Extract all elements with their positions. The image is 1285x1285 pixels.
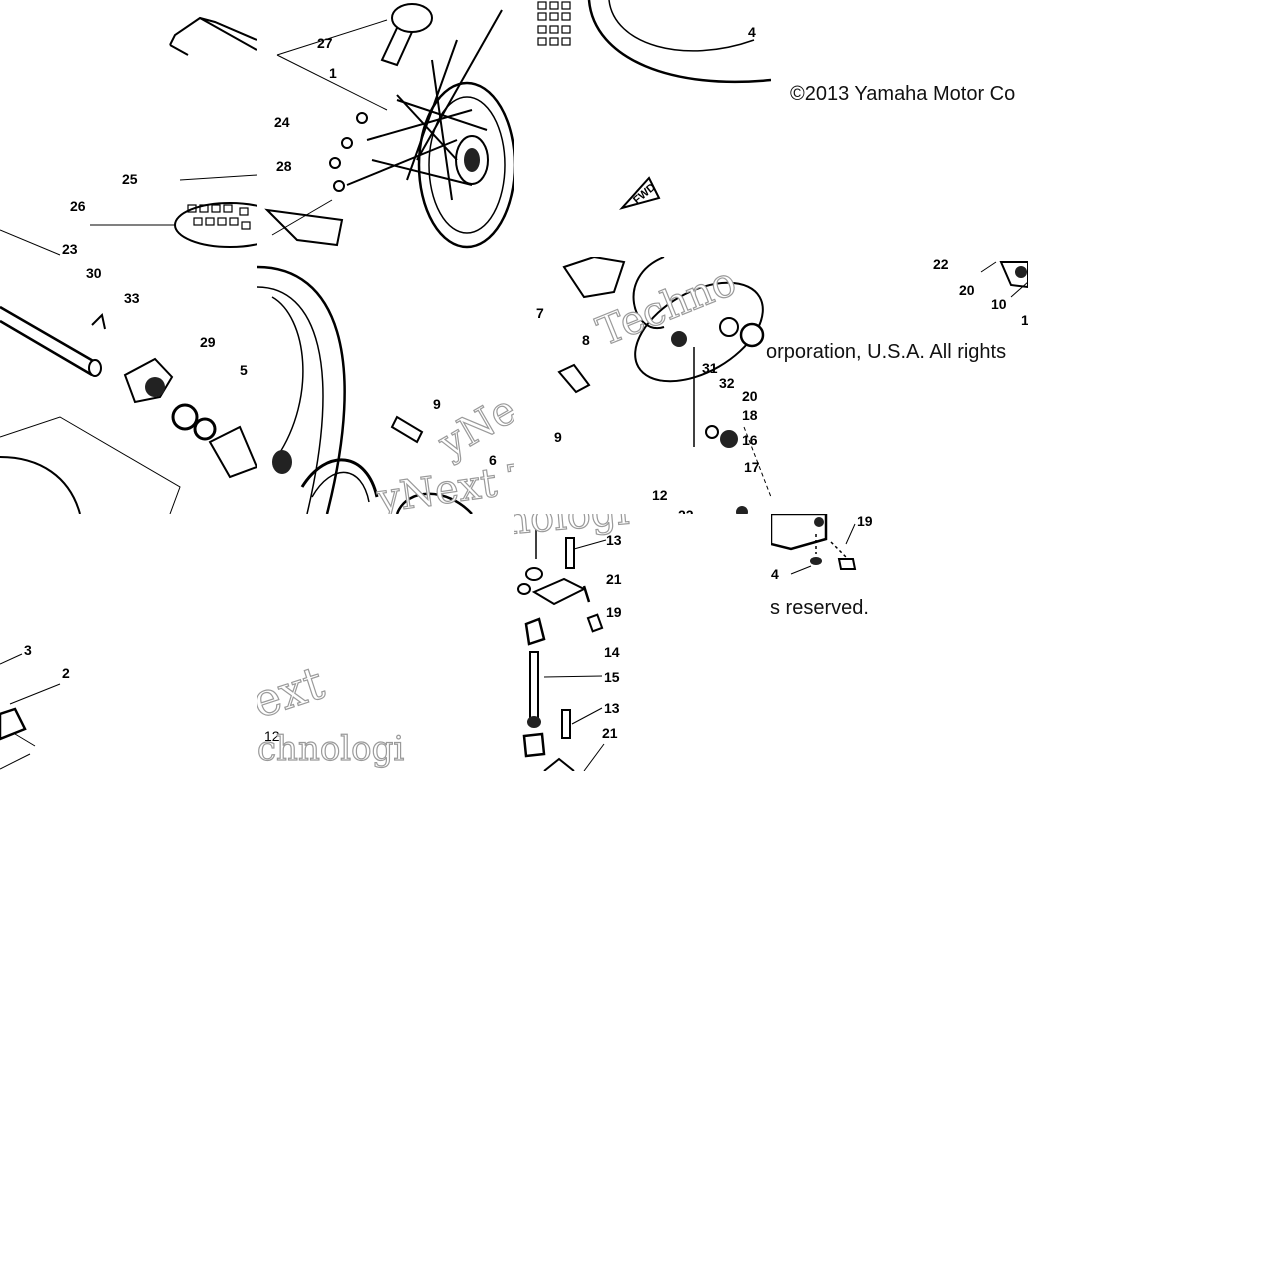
callout-label: 13 — [604, 700, 620, 716]
brake-shoe-drawing — [257, 265, 473, 514]
copyright-line-3: s reserved. — [770, 597, 869, 619]
diagram-tile-axle: 25 26 23 — [0, 0, 257, 257]
callout-label: 12 — [652, 487, 668, 503]
callout-label: 20 — [742, 388, 758, 404]
callout-label: 7 — [536, 305, 544, 321]
callout-label: 17 — [744, 459, 760, 475]
callout-label: 18 — [742, 407, 758, 423]
callout-label: 16 — [742, 432, 758, 448]
axle-drawing — [0, 16, 257, 256]
fragment-a-drawing — [0, 653, 61, 770]
diagram-tile-brake-panel: 7 8 9 31 32 20 18 16 17 12 22 Techno — [514, 257, 771, 514]
callout-label: 30 — [86, 265, 102, 281]
callout-label: 23 — [62, 241, 78, 257]
copyright-line-2: orporation, U.S.A. All rights — [766, 341, 1007, 363]
bearing-drawing — [0, 305, 257, 514]
callout-label: 1 — [329, 65, 337, 81]
bracket-drawing — [771, 514, 857, 575]
callout-label: 26 — [70, 198, 86, 214]
callout-label: 4 — [748, 24, 756, 40]
diagram-tile-adjuster: 13 21 19 14 15 13 21 nologi — [514, 514, 771, 771]
diagram-tile-bracket: 19 4 — [771, 514, 1028, 589]
callout-label: 5 — [240, 362, 248, 378]
chain-puller-drawing — [980, 261, 1028, 298]
callout-label: 8 — [582, 332, 590, 348]
callout-label: 6 — [489, 452, 497, 468]
callout-label: 21 — [606, 571, 622, 587]
tire-drawing — [537, 0, 771, 210]
callout-label: 3 — [24, 642, 32, 658]
callout-label: 33 — [124, 290, 140, 306]
callout-label: 19 — [857, 514, 873, 529]
callout-label: 12 — [264, 728, 280, 744]
callout-label: 19 — [606, 604, 622, 620]
adjuster-drawing — [517, 514, 607, 771]
hub-drawing — [264, 3, 514, 249]
callout-label: 10 — [991, 296, 1007, 312]
callout-label: 1 — [1021, 312, 1028, 328]
callout-label: 27 — [317, 35, 333, 51]
callout-label: 21 — [602, 725, 618, 741]
callout-label: 4 — [771, 566, 779, 582]
callout-label: 9 — [554, 429, 562, 445]
watermark-text: ext — [257, 655, 331, 730]
callout-label: 32 — [719, 375, 735, 391]
callout-label: 22 — [678, 508, 694, 514]
diagram-tile-tire: 4 FWD — [514, 0, 771, 257]
callout-label: 31 — [702, 360, 718, 376]
diagram-tile-fragment-a: 3 2 — [0, 514, 257, 771]
callout-label: 2 — [62, 665, 70, 681]
callout-label: 13 — [606, 532, 622, 548]
watermark-text: chnologi — [257, 729, 405, 769]
diagram-tile-brake-shoe: 9 6 yNe yNext Te — [257, 257, 514, 514]
callout-label: 29 — [200, 334, 216, 350]
callout-label: 25 — [122, 171, 138, 187]
copyright-line-1: ©2013 Yamaha Motor Co — [790, 84, 1016, 104]
brake-panel-drawing — [557, 257, 771, 514]
callout-label: 28 — [276, 158, 292, 174]
callout-label: 14 — [604, 644, 620, 660]
diagram-tile-hub: 27 1 24 28 — [257, 0, 514, 257]
callout-label: 20 — [959, 282, 975, 298]
callout-label: 9 — [433, 396, 441, 412]
diagram-tile-fragment-b: 12 ext chnologi — [257, 514, 514, 771]
diagram-tile-bearing: 30 33 29 5 — [0, 257, 257, 514]
callout-label: 15 — [604, 669, 620, 685]
callout-label: 22 — [933, 257, 949, 272]
diagram-tile-chain-puller: 22 20 10 1 — [771, 257, 1028, 514]
callout-label: 24 — [274, 114, 290, 130]
